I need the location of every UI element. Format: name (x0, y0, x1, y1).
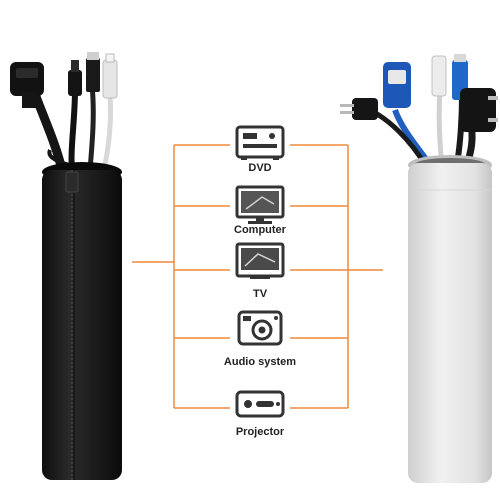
device-label-projector: Projector (235, 426, 285, 438)
device-label-dvd: DVD (248, 162, 272, 174)
device-label-computer: Computer (234, 224, 286, 236)
dc-plug-black (68, 60, 82, 96)
power-plug-black (10, 62, 44, 108)
power-plug-uk (460, 88, 498, 132)
white-cable-sleeve (340, 54, 498, 483)
dvd-player-icon (235, 125, 285, 160)
projector-icon (235, 390, 285, 418)
black-cable-sleeve (10, 52, 122, 480)
device-label-tv: TV (252, 288, 268, 300)
device-label-audio-system: Audio system (223, 356, 297, 368)
ethernet-plug-black (86, 52, 100, 92)
power-plug-euro (340, 98, 378, 120)
tv-icon (235, 242, 285, 279)
white-plug-right (431, 55, 447, 97)
audio-system-icon (237, 310, 283, 346)
connection-lines (132, 144, 383, 409)
computer-monitor-icon (235, 185, 285, 224)
white-plug-left (102, 53, 118, 99)
blue-plug (383, 62, 411, 108)
